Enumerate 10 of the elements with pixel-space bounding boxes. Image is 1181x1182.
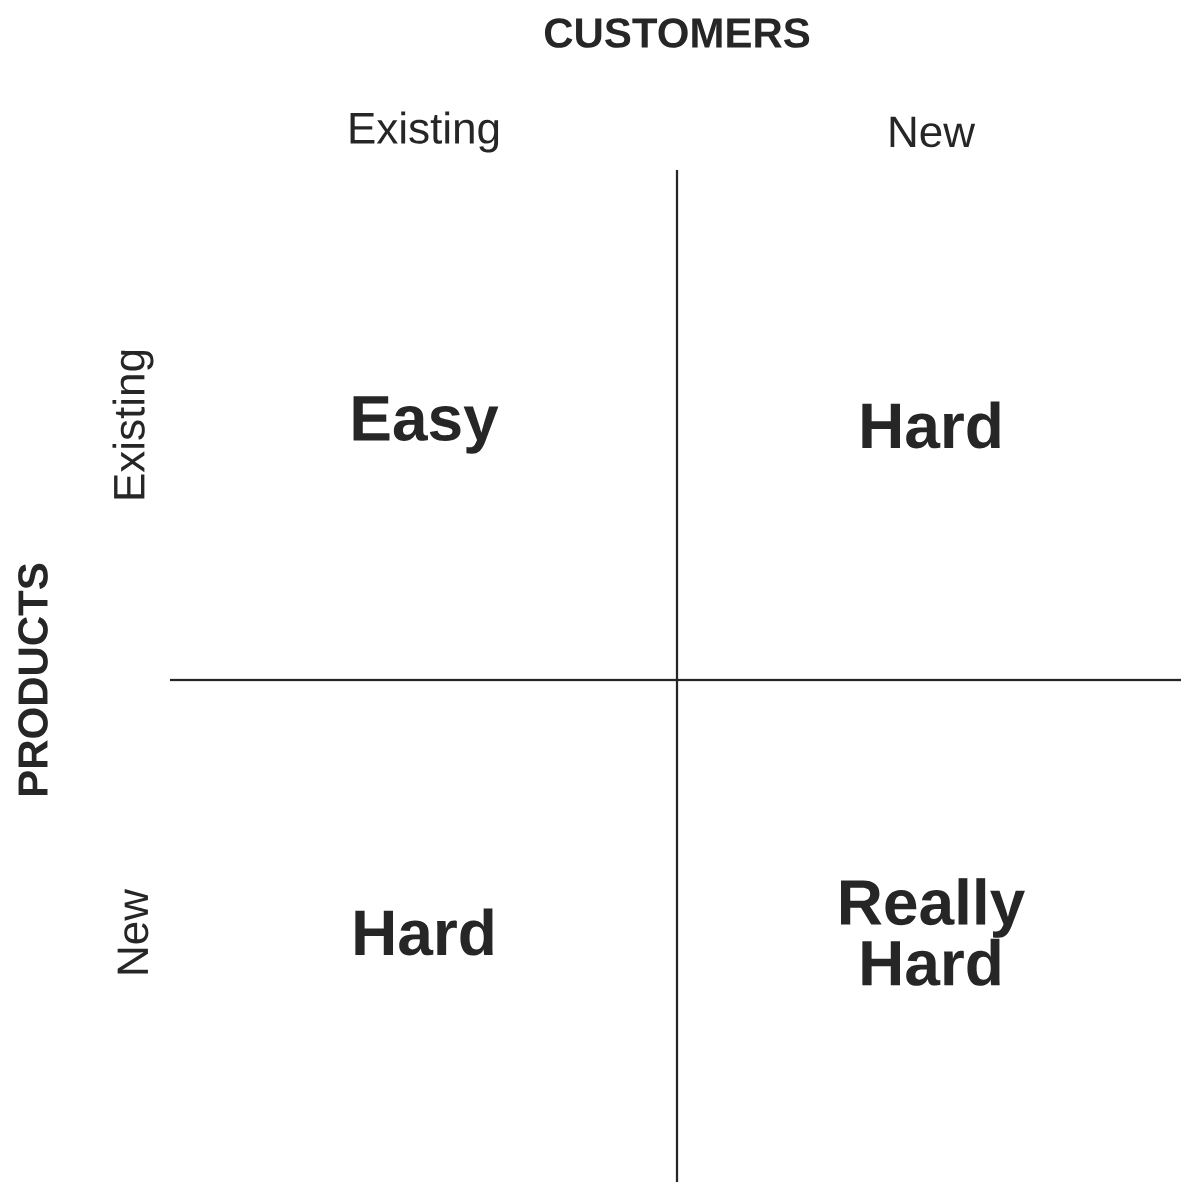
- axis-title: CUSTOMERS: [544, 18, 810, 48]
- row-header: Existing: [112, 350, 154, 499]
- quadrant-label: Hard: [355, 908, 493, 956]
- quadrant-label: Easy: [353, 396, 499, 454]
- quadrant-label: Hard: [862, 401, 1000, 449]
- axis-title: PRODUCTS: [18, 563, 48, 796]
- quadrant-label: Really Hard: [841, 878, 1025, 986]
- row-header: New: [117, 888, 149, 974]
- column-header: New: [890, 116, 976, 148]
- column-header: Existing: [350, 111, 499, 153]
